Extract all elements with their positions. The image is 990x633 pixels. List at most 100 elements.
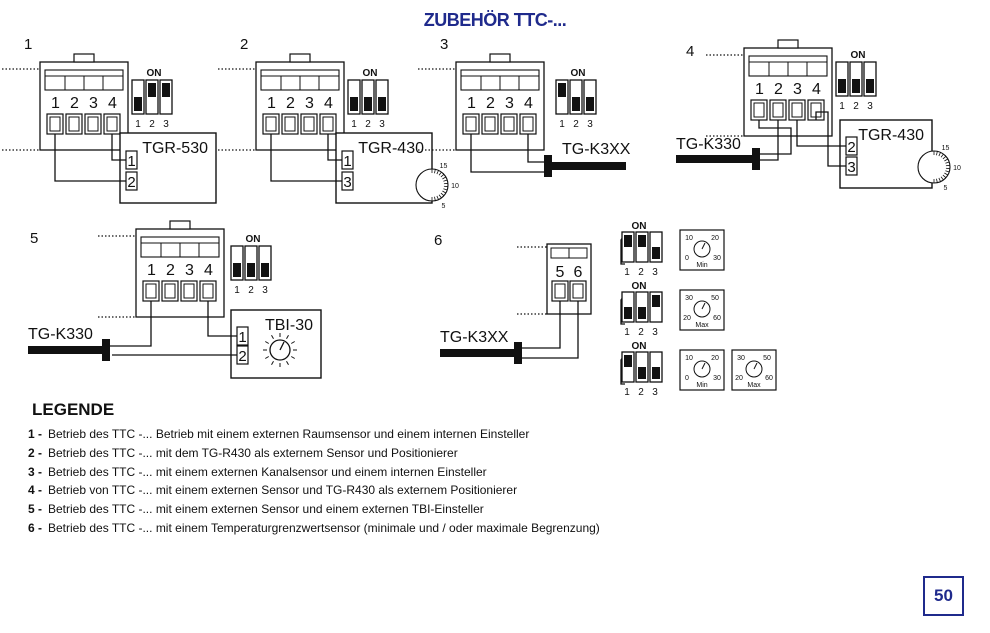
diagram-number: 3 [440, 36, 448, 53]
dial-tick [940, 153, 944, 158]
dial-label: 10 [685, 235, 693, 242]
diagram-number: 6 [434, 232, 442, 249]
dial-label: 10 [953, 165, 961, 172]
screw-terminal-inner [145, 283, 157, 299]
terminal-number: 4 [324, 95, 333, 112]
dial-tick [438, 194, 442, 199]
terminal-number: 3 [89, 95, 98, 112]
legend-item-number: 5 - [28, 502, 43, 517]
terminal-number: 1 [267, 95, 276, 112]
dip-number: 3 [867, 101, 873, 112]
dial-caption: Min [696, 382, 707, 389]
device-terminal-number: 2 [127, 174, 135, 191]
terminal-number: 2 [774, 81, 783, 98]
terminal-number: 2 [286, 95, 295, 112]
tbi-knob-tick [271, 361, 274, 365]
dial-label: 60 [713, 315, 721, 322]
diagram-number: 4 [686, 43, 694, 60]
dip-on-label: ON [632, 341, 647, 352]
dip-lever [624, 235, 632, 247]
dip-number: 2 [638, 387, 644, 398]
dip-lever [652, 367, 660, 379]
device-terminal-number: 1 [127, 153, 135, 170]
legend-item-text: Betrieb des TTC -... mit einem externen … [48, 502, 484, 517]
tbi-knob-tick [271, 335, 274, 339]
screw-terminal-inner [522, 116, 534, 132]
tbi-knob-tick [291, 341, 295, 344]
dip-number: 1 [351, 119, 357, 130]
connector-tab [289, 53, 311, 63]
dip-number: 1 [234, 285, 240, 296]
dip-on-label: ON [851, 50, 866, 61]
dial-tick [442, 176, 447, 180]
dial-tick [434, 196, 436, 201]
device-name: TGR-430 [358, 140, 424, 157]
dial-label: 15 [440, 163, 448, 170]
legend-item-text: Betrieb von TTC -... mit einem externen … [48, 483, 518, 498]
terminal-number: 3 [305, 95, 314, 112]
terminal-number: 2 [70, 95, 79, 112]
dial-tick [944, 158, 949, 162]
dial-tick [443, 179, 448, 182]
dial-label: 10 [451, 183, 459, 190]
wire [756, 120, 792, 155]
dip-number: 1 [839, 101, 845, 112]
dip-lever [364, 97, 372, 111]
wire [111, 134, 126, 161]
terminal-number: 6 [574, 264, 583, 281]
terminal-number: 2 [166, 262, 175, 279]
screw-terminal-inner [106, 116, 118, 132]
terminal-number: 4 [204, 262, 213, 279]
dip-number: 3 [587, 119, 593, 130]
screw-terminal-inner [322, 116, 334, 132]
connector-tab [777, 39, 799, 49]
dip-lever [624, 307, 632, 319]
sensor-cable [28, 346, 108, 354]
wire [54, 134, 126, 182]
dip-on-label: ON [246, 234, 261, 245]
sensor-head [544, 155, 552, 177]
dial-label: 50 [763, 355, 771, 362]
wire [796, 120, 846, 147]
dip-lever [558, 83, 566, 97]
dial-tick [438, 171, 442, 176]
dip-number: 3 [652, 267, 658, 278]
dial-caption: Min [696, 262, 707, 269]
legend-item-text: Betrieb des TTC -... mit dem TG-R430 als… [48, 445, 458, 460]
legend-heading: LEGENDE [32, 400, 115, 419]
dial-label: 30 [685, 295, 693, 302]
diagram-number: 2 [240, 36, 248, 53]
device-terminal-number: 3 [343, 174, 351, 191]
screw-terminal-inner [554, 283, 566, 299]
legend-item-text: Betrieb des TTC -... mit einem Temperatu… [48, 520, 600, 535]
legend-item: 5 - Betrieb des TTC -... mit einem extern… [28, 500, 600, 519]
dip-lever [350, 97, 358, 111]
dip-lever [572, 97, 580, 111]
sensor-cable [440, 349, 520, 357]
dip-lever [261, 263, 269, 277]
connector-tab [489, 53, 511, 63]
wire [518, 301, 579, 359]
setpoint-dial [415, 168, 449, 202]
screw-terminal-inner [484, 116, 496, 132]
dip-lever [652, 247, 660, 259]
dip-lever [378, 97, 386, 111]
terminal-number: 1 [467, 95, 476, 112]
dial-label: 5 [944, 185, 948, 192]
legend-item-number: 2 - [28, 445, 43, 460]
dip-number: 1 [624, 327, 630, 338]
dial-label: 10 [685, 355, 693, 362]
screw-terminal-inner [303, 116, 315, 132]
dip-number: 1 [559, 119, 565, 130]
legend-item-text: Betrieb des TTC -... Betrieb mit einem e… [48, 427, 530, 441]
device-name: TGR-530 [142, 140, 208, 157]
screw-terminal-inner [791, 102, 803, 118]
wire [470, 134, 546, 173]
screw-terminal-inner [572, 283, 584, 299]
dip-on-label: ON [632, 281, 647, 292]
terminal-number: 4 [812, 81, 821, 98]
